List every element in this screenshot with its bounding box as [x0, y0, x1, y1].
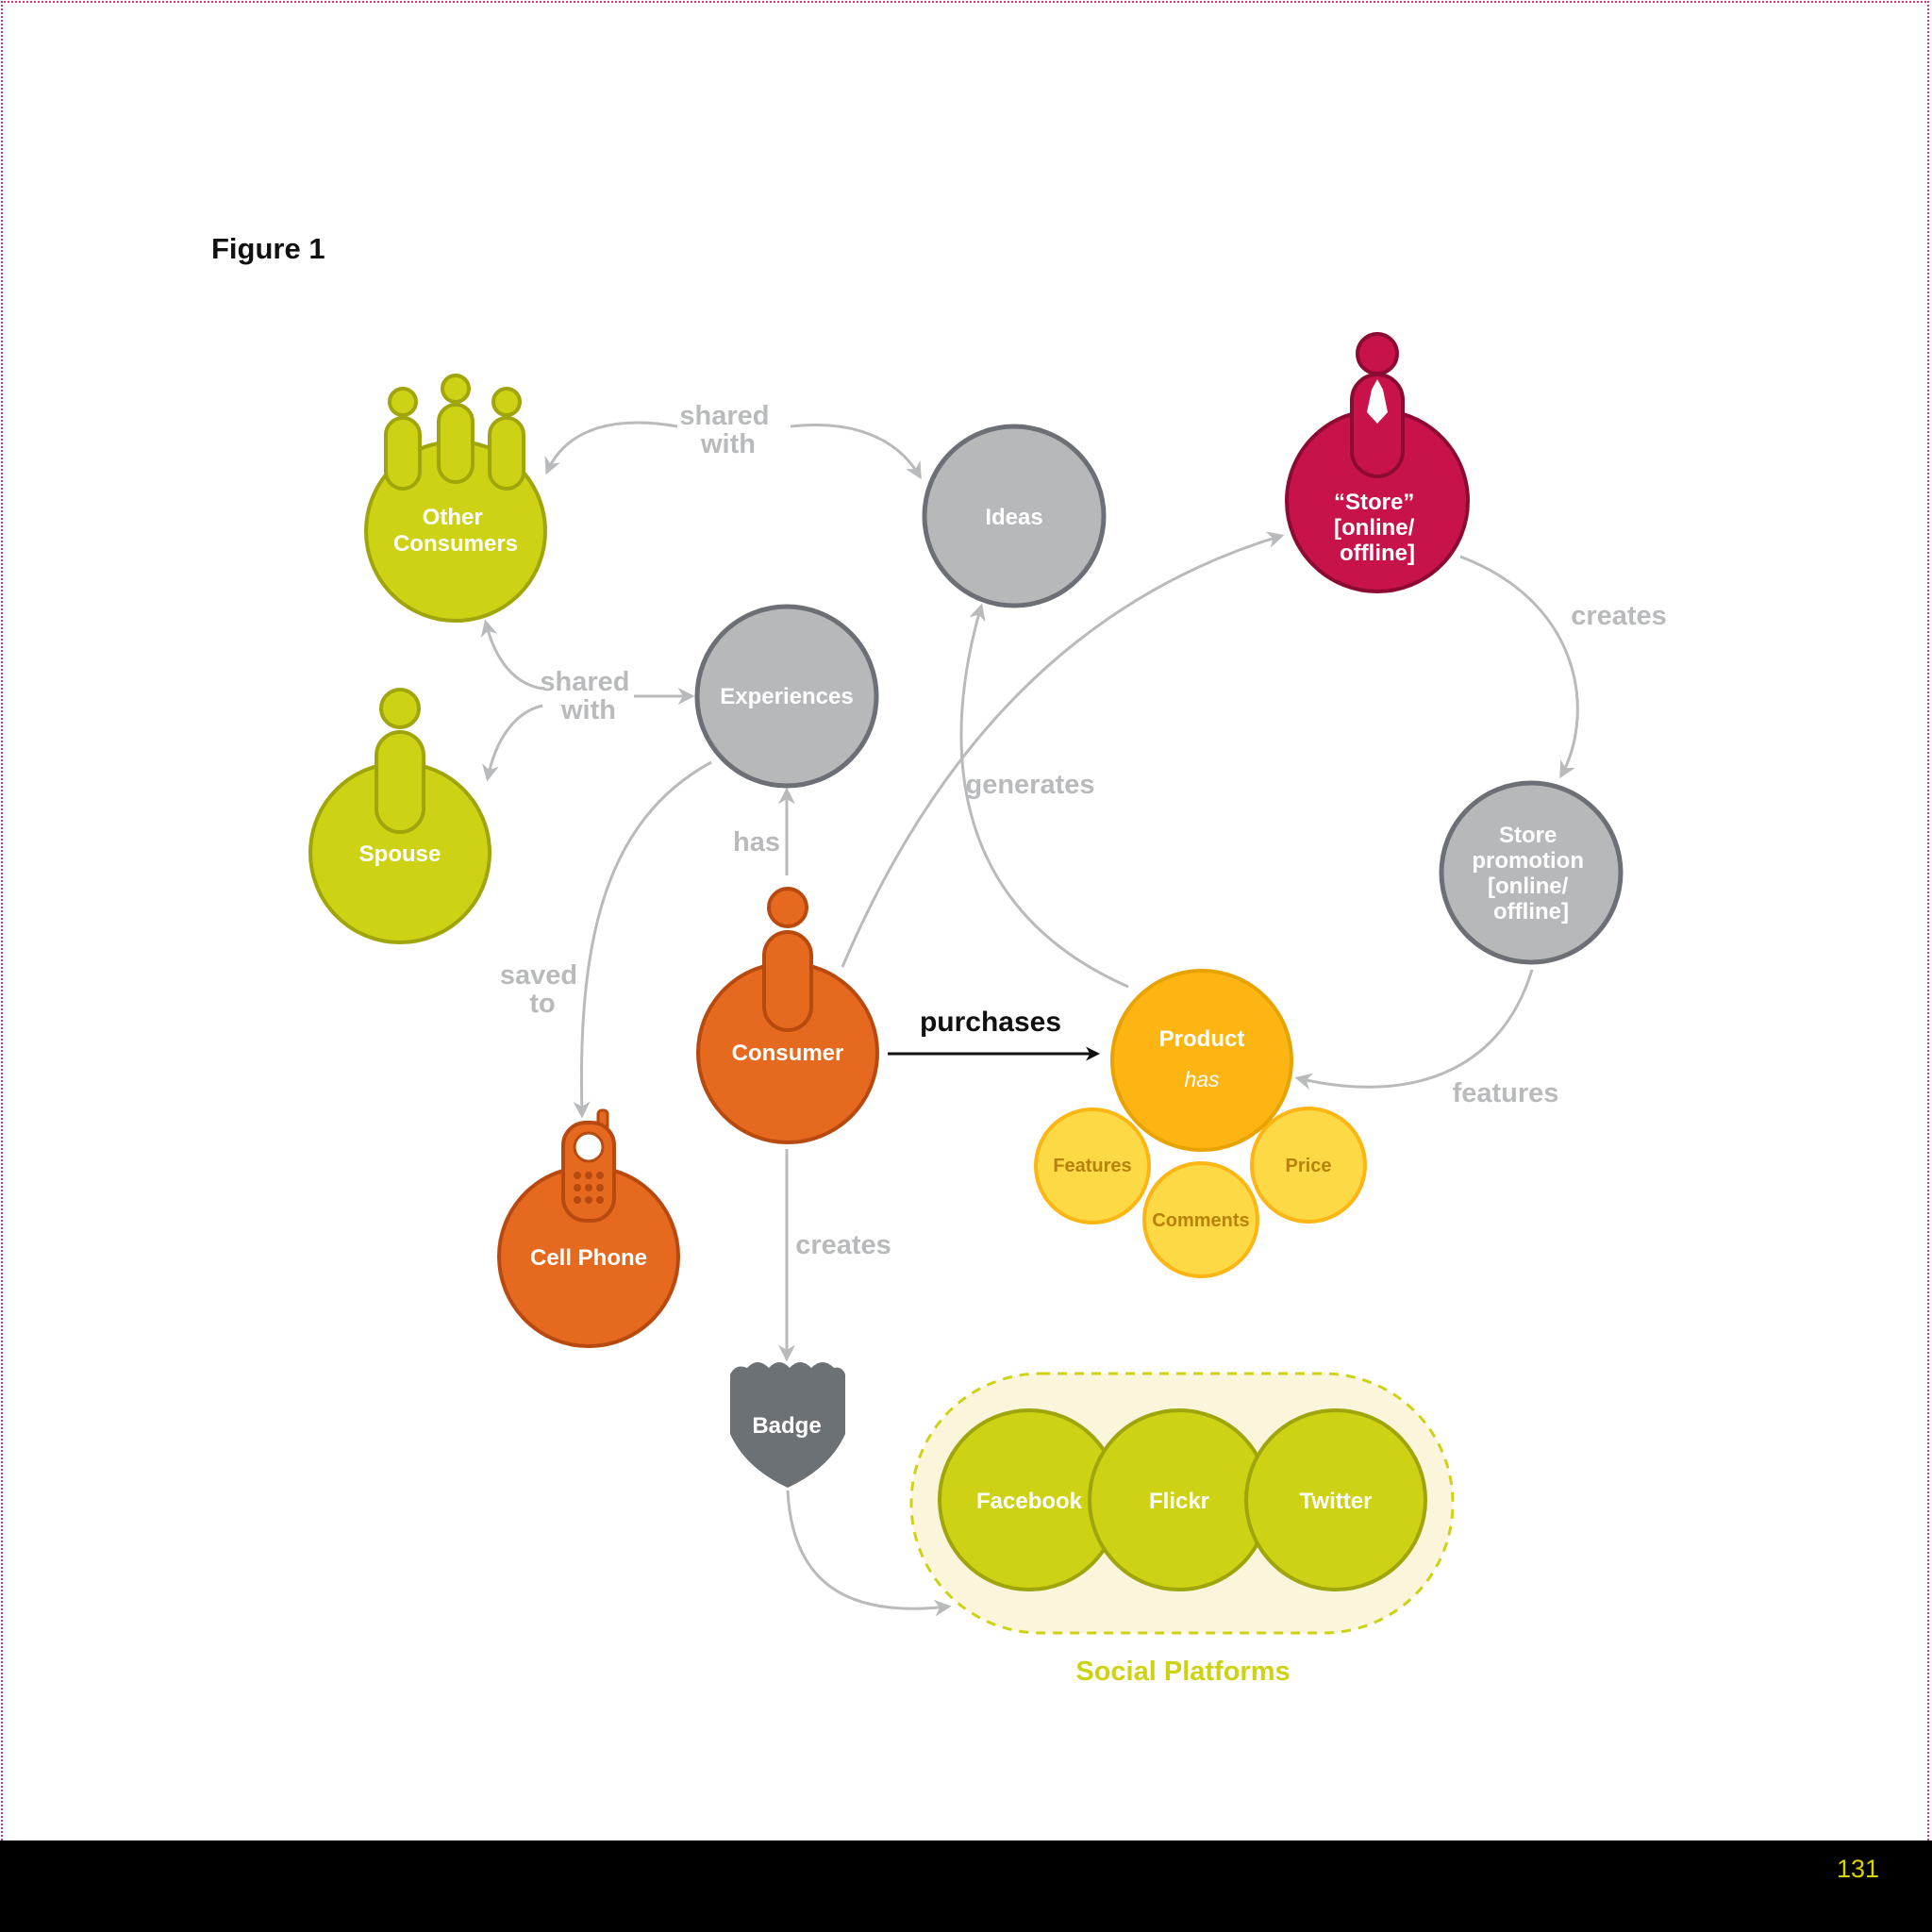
node-label-experiences: Experiences — [720, 684, 853, 709]
node-label-flickr: Flickr — [1149, 1489, 1209, 1514]
store-person-icon — [1350, 332, 1405, 478]
node-product-group: Features Price Comments Product has — [1034, 969, 1367, 1278]
node-label-store: “Store” [online/ offline] — [1334, 490, 1421, 566]
node-other-consumers: Other Consumers — [364, 374, 547, 623]
page-border — [1, 1, 1929, 1840]
edge-generates-ideas — [959, 603, 1129, 989]
node-label-price: Price — [1286, 1156, 1332, 1176]
node-product: Product has — [1110, 969, 1293, 1152]
edge-shared-with-to-ideas — [790, 423, 922, 480]
social-platforms-group: Facebook Flickr Twitter Social Platforms — [909, 1372, 1455, 1687]
node-twitter: Twitter — [1244, 1408, 1427, 1591]
person-icon — [762, 887, 813, 1032]
edge-label-shared-with-top: shared with — [679, 401, 776, 459]
edge-creates-store-promotion — [1459, 555, 1579, 779]
node-comments: Comments — [1142, 1161, 1259, 1278]
node-price: Price — [1250, 1107, 1367, 1224]
node-badge: Badge — [730, 1362, 845, 1488]
edge-label-saved-to: saved to — [500, 960, 585, 1019]
person-icon — [375, 688, 425, 834]
page-number: 131 — [1836, 1855, 1879, 1883]
node-label-facebook: Facebook — [976, 1489, 1083, 1514]
edge-shared-with-to-other-consumers-mid — [480, 619, 543, 691]
node-flickr: Flickr — [1088, 1408, 1271, 1591]
node-label-product-has: has — [1184, 1067, 1220, 1091]
node-label-cell-phone: Cell Phone — [530, 1245, 647, 1271]
node-features: Features — [1034, 1108, 1151, 1224]
node-experiences: Experiences — [694, 604, 879, 789]
node-label-spouse: Spouse — [359, 841, 441, 867]
diagram: shared with shared with creates generate… — [308, 332, 1667, 1687]
node-label-badge: Badge — [752, 1413, 821, 1439]
edge-label-has: has — [733, 827, 780, 858]
node-label-comments: Comments — [1152, 1210, 1249, 1231]
group-label-social-platforms: Social Platforms — [1075, 1657, 1290, 1687]
badge-shield-icon — [730, 1362, 845, 1488]
edge-saved-to-cell-phone — [573, 760, 712, 1119]
edge-label-creates-store: creates — [1571, 601, 1667, 631]
node-label-consumer: Consumer — [732, 1041, 844, 1066]
node-ideas: Ideas — [922, 424, 1107, 608]
node-label-features: Features — [1053, 1156, 1131, 1176]
node-label-ideas: Ideas — [985, 505, 1042, 530]
node-label-product: Product — [1159, 1026, 1245, 1052]
figure-title: Figure 1 — [211, 232, 325, 265]
cell-phone-icon — [561, 1108, 616, 1223]
edge-label-features: features — [1453, 1078, 1559, 1108]
edge-label-generates: generates — [965, 770, 1094, 800]
edge-badge-to-social — [786, 1490, 952, 1617]
node-facebook: Facebook — [938, 1408, 1121, 1591]
node-spouse: Spouse — [308, 688, 491, 944]
edge-label-shared-with-mid: shared with — [540, 667, 637, 725]
page-footer — [0, 1840, 1932, 1932]
edge-shared-with-to-other-consumers — [544, 421, 678, 475]
node-label-other-consumers: Other Consumers — [393, 505, 518, 557]
edge-label-creates-badge: creates — [795, 1230, 891, 1260]
node-label-store-promotion: Store promotion [online/ offline] — [1472, 823, 1590, 924]
edge-shared-with-to-spouse-mid — [482, 704, 543, 782]
edge-label-purchases: purchases — [920, 1007, 1061, 1038]
edge-features-product — [1294, 969, 1534, 1091]
node-label-twitter: Twitter — [1300, 1489, 1373, 1514]
node-cell-phone: Cell Phone — [497, 1108, 680, 1348]
node-store-promotion: Store promotion [online/ offline] — [1439, 780, 1624, 965]
people-group-icon — [384, 374, 525, 491]
node-consumer: Consumer — [696, 887, 879, 1144]
node-store: “Store” [online/ offline] — [1285, 332, 1470, 593]
edge-consumer-to-store — [841, 531, 1285, 968]
